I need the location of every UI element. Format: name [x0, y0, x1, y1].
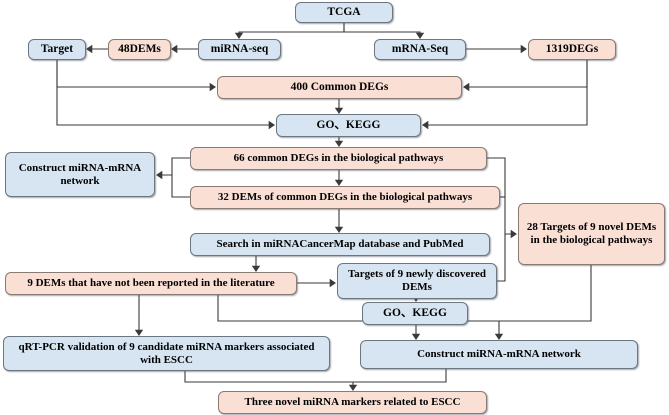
arrowhead	[268, 120, 275, 130]
connector-dem32-to-search	[334, 209, 344, 233]
node-mrnaseq: mRNA-Seq	[374, 39, 466, 60]
connector-qrtpcr-to-three_novel	[184, 371, 358, 391]
node-search: Search in miRNACancerMap database and Pu…	[190, 233, 490, 256]
arrowhead	[171, 44, 178, 54]
node-tcga: TCGA	[295, 2, 393, 23]
arrowhead	[329, 278, 336, 288]
node-mirnaseq: miRNA-seq	[198, 39, 281, 60]
connector-mrnaseq-to-1319degs	[466, 44, 527, 54]
node-targets9: Targets of 9 newly discovered DEMs	[337, 263, 497, 299]
connector-construct2-to-three_novel	[353, 369, 447, 383]
connector-gokegg1-to-common66	[334, 137, 344, 147]
connector-gokegg2-to-construct2	[411, 325, 421, 340]
node-dem9: 9 DEMs that have not been reported in th…	[5, 272, 297, 295]
node-targets28: 28 Targets of 9 novel DEMs in the biolog…	[518, 203, 665, 265]
node-common400: 400 Common DEGs	[217, 76, 462, 99]
connector-targets9-to-rightrail	[497, 234, 506, 282]
node-construct1: Construct miRNA-mRNA network	[5, 152, 155, 197]
arrowhead	[422, 120, 429, 130]
arrowhead	[510, 229, 517, 239]
node-qrtpcr: qRT-PCR validation of 9 candidate miRNA …	[3, 336, 330, 371]
connector-search-to-dem9	[251, 256, 261, 272]
connector-mirnaseq-to-48dems	[171, 44, 198, 54]
arrowhead	[209, 82, 216, 92]
connector-tcga-to-mrnaseq	[343, 23, 425, 39]
connector-target-to-common400	[56, 60, 216, 92]
node-gokegg1: GO、KEGG	[276, 114, 421, 137]
node-dem32: 32 DEMs of common DEGs in the biological…	[190, 186, 500, 209]
node-three_novel: Three novel miRNA markers related to ESC…	[218, 391, 487, 414]
node-common66: 66 common DEGs in the biological pathway…	[190, 147, 487, 170]
node-gokegg2: GO、KEGG	[362, 302, 468, 325]
arrowhead	[156, 170, 163, 180]
node-construct2: Construct miRNA-mRNA network	[360, 340, 638, 369]
connector-48dems-to-target	[86, 44, 108, 54]
arrowhead	[463, 82, 470, 92]
connector-common66-to-construct1	[156, 157, 190, 180]
connector-tcga-to-mirnaseq	[234, 23, 345, 39]
connector-1319degs-to-common400	[463, 60, 588, 92]
node-target: Target	[28, 39, 86, 60]
connector-dem9-to-targets9	[297, 278, 336, 288]
connector-common66-to-dem32	[334, 170, 344, 186]
connector-dem9-to-qrtpcr	[134, 295, 144, 336]
connector-targets28-to-construct2	[499, 265, 592, 322]
node-dem48: 48DEMs	[108, 39, 171, 60]
node-degs1319: 1319DEGs	[528, 39, 616, 60]
arrowhead	[520, 44, 527, 54]
connector-common400-to-gokegg1	[334, 99, 344, 114]
connector-dem32-to-construct1	[171, 175, 190, 198]
arrowhead	[86, 44, 93, 54]
